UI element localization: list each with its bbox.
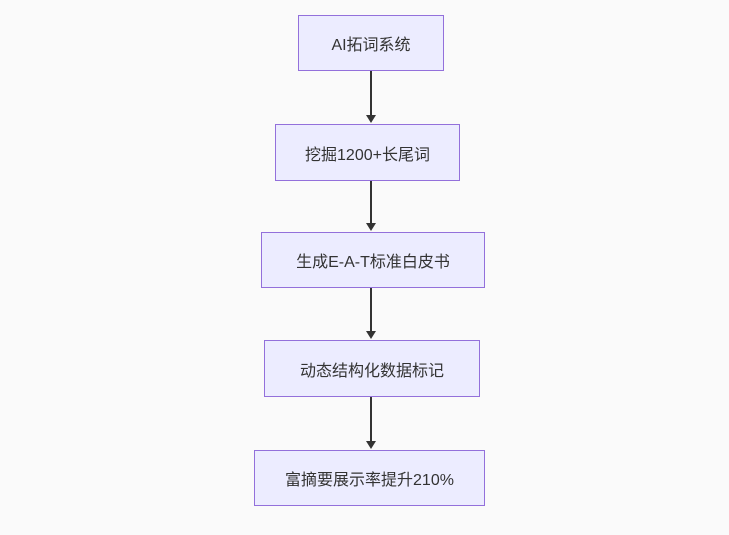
node-label: 生成E-A-T标准白皮书 — [296, 254, 450, 271]
flowchart-node-rich-snippet-result: 富摘要展示率提升210% — [254, 450, 485, 506]
flowchart-node-longtail-mining: 挖掘1200+长尾词 — [275, 124, 460, 181]
flow-arrow-4 — [366, 397, 376, 449]
flow-arrow-2 — [366, 181, 376, 231]
flowchart-node-structured-data-markup: 动态结构化数据标记 — [264, 340, 480, 397]
node-label: 动态结构化数据标记 — [299, 362, 444, 380]
flowchart-node-ai-word-system: AI拓词系统 — [298, 15, 444, 71]
flow-arrow-3 — [366, 288, 376, 339]
node-label: 挖掘1200+长尾词 — [305, 146, 430, 164]
flow-arrow-1 — [366, 71, 376, 123]
node-label: 富摘要展示率提升210% — [285, 472, 454, 489]
node-label: AI拓词系统 — [331, 37, 411, 54]
flowchart-node-eat-whitepaper: 生成E-A-T标准白皮书 — [261, 232, 485, 288]
